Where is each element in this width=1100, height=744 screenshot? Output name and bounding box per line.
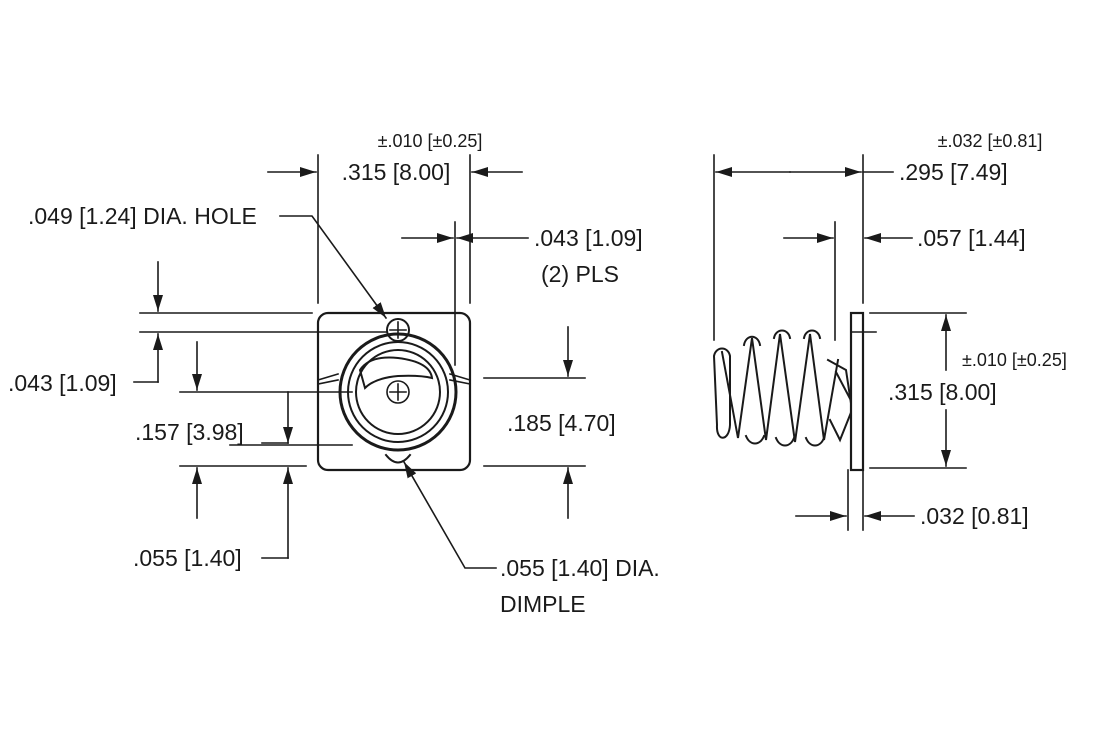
hole-offset-dimension: .043 [1.09] (8, 261, 163, 396)
bottom-offset-label: .055 [1.40] (133, 545, 242, 571)
contact-plate-side (849, 311, 877, 472)
thickness-dimension: .032 [0.81] (795, 503, 1029, 529)
slot-width-dimension: .043 [1.09] (2) PLS (401, 225, 643, 287)
height-tolerance-label: ±.010 [±0.25] (962, 350, 1067, 370)
width-dimension: ±.010 [±0.25] .315 [8.00] (267, 131, 523, 185)
width-label: .315 [8.00] (342, 159, 451, 185)
thickness-label: .032 [0.81] (920, 503, 1029, 529)
tab-offset-label: .057 [1.44] (917, 225, 1026, 251)
spring-coil-side (712, 329, 858, 447)
width-tolerance-label: ±.010 [±0.25] (378, 131, 483, 151)
side-view: ±.032 [±0.81] .295 [7.49] .057 [1.44] ±.… (712, 131, 1067, 531)
hole-offset-label: .043 [1.09] (8, 370, 117, 396)
slot-width-qty-label: (2) PLS (541, 261, 619, 287)
height-label: .315 [8.00] (888, 379, 997, 405)
extension-lines-front (139, 154, 586, 467)
hole-callout: .049 [1.24] DIA. HOLE (28, 203, 388, 320)
extension-lines-side (713, 154, 967, 531)
length-dimension: ±.032 [±0.81] .295 [7.49] (715, 131, 1043, 185)
slot-height-label: .185 [4.70] (507, 410, 616, 436)
slot-width-label: .043 [1.09] (534, 225, 643, 251)
front-view: ±.010 [±0.25] .315 [8.00] .049 [1.24] DI… (8, 131, 660, 617)
height-dimension: ±.010 [±0.25] .315 [8.00] (888, 314, 1067, 467)
dimple-label-line1: .055 [1.40] DIA. (500, 555, 660, 581)
length-label: .295 [7.49] (899, 159, 1008, 185)
center-height-dimension: .157 [3.98] (135, 341, 293, 445)
hole-label: .049 [1.24] DIA. HOLE (28, 203, 257, 229)
length-tolerance-label: ±.032 [±0.81] (938, 131, 1043, 151)
slot-height-dimension: .185 [4.70] (507, 326, 616, 519)
tab-offset-dimension: .057 [1.44] (783, 225, 1026, 251)
center-height-label: .157 [3.98] (135, 419, 244, 445)
bottom-offset-dimension: .055 [1.40] (133, 467, 293, 571)
dimple-callout: .055 [1.40] DIA. DIMPLE (402, 460, 660, 617)
dimple-label-line2: DIMPLE (500, 591, 586, 617)
